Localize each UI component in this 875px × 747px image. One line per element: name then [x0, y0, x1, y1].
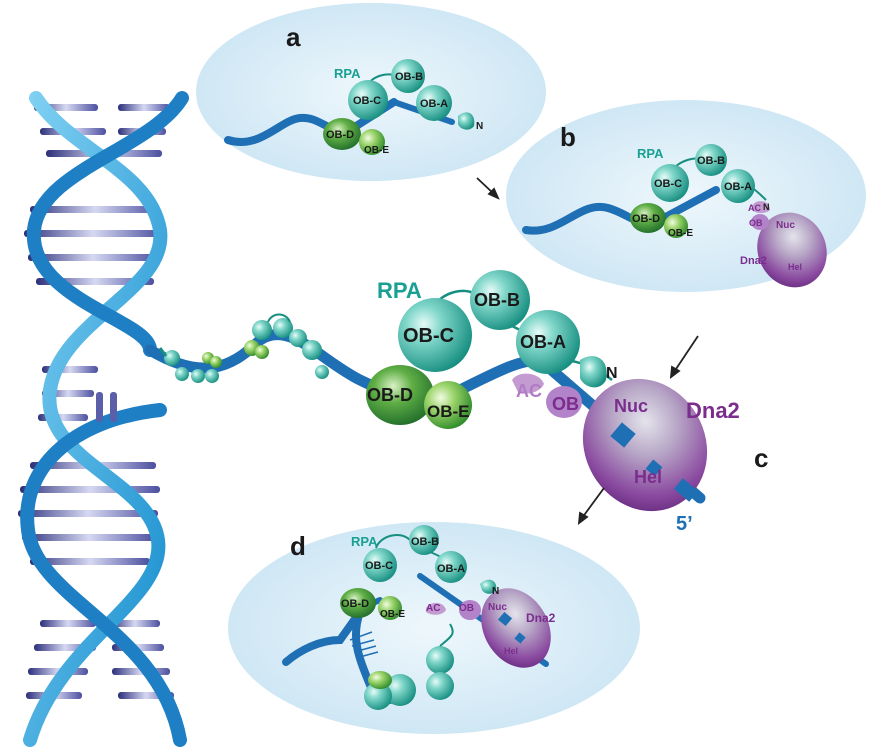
n-label-d: N — [492, 586, 499, 597]
panel-b: b RPA OB-C OB-B OB-A OB-D OB-E N AC OB N… — [506, 100, 866, 292]
helix-strand-back — [26, 91, 189, 357]
ob-a-label-b: OB-A — [724, 181, 752, 193]
panel-letter-b: b — [560, 122, 576, 152]
n-label-b: N — [763, 202, 770, 212]
ob-d-label-b: OB-D — [632, 213, 660, 225]
ob-a-label-a: OB-A — [420, 98, 448, 110]
ob-c-label-d: OB-C — [365, 560, 393, 572]
ob-c-label-b: OB-C — [654, 178, 682, 190]
nuc-label-d: Nuc — [488, 602, 507, 613]
rpa-label-b: RPA — [637, 146, 664, 161]
arrows — [476, 177, 699, 525]
panel-d: d RPA OB-C OB-B OB-A OB-D OB-E N AC OB N… — [228, 522, 640, 734]
n-terminus-shape — [580, 356, 607, 388]
ob-d-domain — [366, 365, 434, 425]
hel-label-b: Hel — [788, 262, 802, 272]
ob-d-label: OB-D — [367, 385, 413, 405]
n-label: N — [606, 365, 618, 382]
panel-c: RPA OB-C OB-B OB-A OB-D OB-E N AC OB Nuc… — [144, 270, 768, 535]
ob-d-label-a: OB-D — [326, 129, 354, 141]
ob-a-label: OB-A — [520, 332, 566, 352]
panel-a: a RPA OB-C OB-B OB-A OB-D OB-E N — [196, 3, 546, 181]
double-helix — [18, 91, 189, 747]
dna2-body — [582, 378, 708, 512]
ob-e-label: OB-E — [427, 402, 470, 421]
rpa-label: RPA — [377, 278, 422, 303]
ac-domain-shape — [512, 373, 544, 394]
rpa-beads-small — [158, 313, 329, 383]
ac-label-d: AC — [426, 603, 440, 614]
ob-b-label-a: OB-B — [395, 71, 423, 83]
ob-dna2-domain — [546, 386, 582, 418]
hel-label-d: Hel — [504, 646, 518, 656]
helix-strand-back-lower — [20, 403, 187, 747]
rpa-label-a: RPA — [334, 66, 361, 81]
ob-e-label-b: OB-E — [668, 228, 693, 239]
ob-b-label-d: OB-B — [411, 536, 439, 548]
ob-e-label-a: OB-E — [364, 145, 389, 156]
helix-strand-front — [23, 91, 168, 747]
ob-dna2-label-d: OB — [459, 603, 474, 614]
ob-b-domain — [470, 270, 530, 330]
ob-b-label: OB-B — [474, 290, 520, 310]
five-prime-label: 5’ — [676, 513, 693, 535]
panel-letter-c: c — [754, 443, 768, 473]
nuc-label: Nuc — [614, 396, 648, 416]
dna2-label-d: Dna2 — [526, 611, 556, 625]
ob-e-label-d: OB-E — [380, 609, 405, 620]
n-label-a: N — [476, 121, 483, 132]
panel-letter-d: d — [290, 531, 306, 561]
ac-label: AC — [516, 381, 542, 401]
ob-c-label: OB-C — [403, 325, 454, 347]
ssdna-strand-main — [144, 329, 706, 504]
ob-dna2-label: OB — [552, 394, 579, 414]
nuc-label-b: Nuc — [776, 220, 795, 231]
hel-label: Hel — [634, 467, 662, 487]
ob-c-label-a: OB-C — [353, 95, 381, 107]
ob-dna2-label-b: OB — [749, 218, 763, 228]
rpa-label-d: RPA — [351, 534, 378, 549]
ob-b-label-b: OB-B — [697, 155, 725, 167]
ob-d-label-d: OB-D — [341, 598, 369, 610]
ob-a-domain — [516, 310, 580, 374]
panel-letter-a: a — [286, 22, 301, 52]
dna2-label-b: Dna2 — [740, 255, 767, 267]
ac-label-b: AC — [748, 203, 761, 213]
ob-a-label-d: OB-A — [437, 563, 465, 575]
ob-e-domain — [424, 381, 472, 429]
ob-c-domain — [398, 298, 472, 372]
dna2-label: Dna2 — [686, 398, 740, 423]
panel-d-background — [228, 522, 640, 734]
